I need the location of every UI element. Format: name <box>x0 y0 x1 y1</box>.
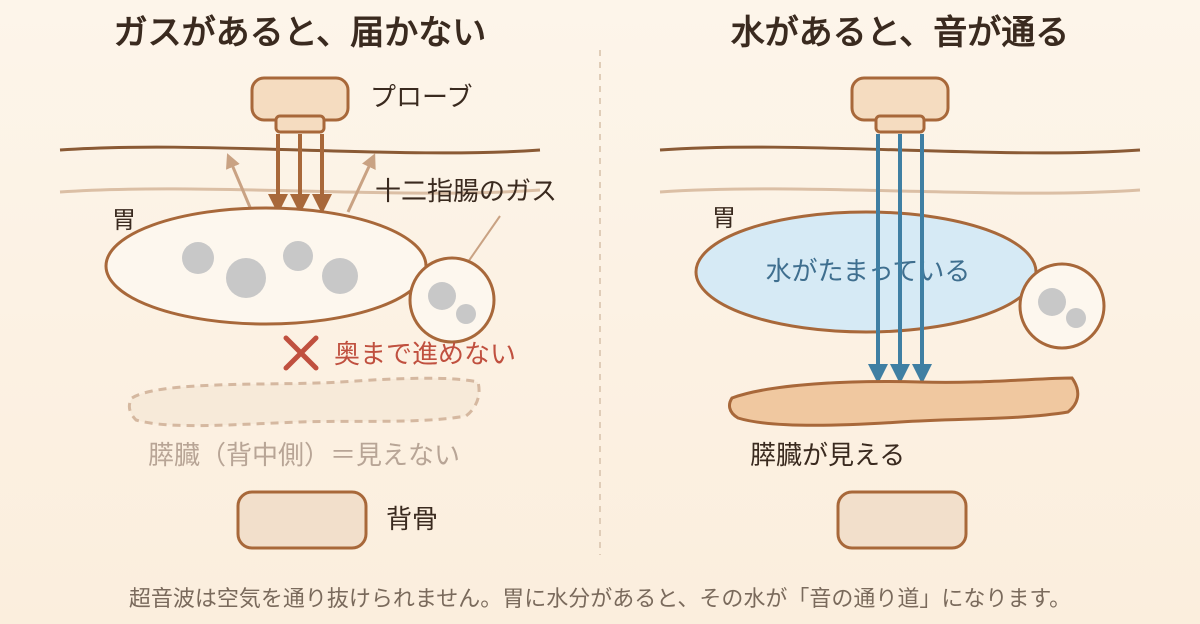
gas-bubble <box>226 258 266 298</box>
left-reflect-arrow <box>346 153 376 213</box>
right-spine <box>836 490 968 550</box>
right-title: 水があると、音が通る <box>731 13 1070 53</box>
left-blocked-label: 奥まで進めない <box>334 340 516 370</box>
left-probe <box>250 76 350 134</box>
gas-bubble <box>1066 308 1086 328</box>
left-spine <box>236 490 368 550</box>
gas-bubble <box>182 242 214 274</box>
left-reflect-arrow <box>226 153 254 213</box>
right-probe <box>850 76 950 134</box>
left-stomach <box>104 206 428 326</box>
left-gas-label: 十二指腸のガス <box>375 177 557 207</box>
left-spine-label: 背骨 <box>386 505 438 535</box>
left-pancreas-label: 膵臓（背中側）＝見えない <box>148 441 460 471</box>
gas-bubble <box>322 258 358 294</box>
gas-bubble <box>428 282 456 310</box>
gas-bubble <box>456 304 476 324</box>
left-gas-pointer <box>467 215 501 263</box>
blocked-x-icon <box>283 335 319 371</box>
right-stomach-label: 胃 <box>712 204 736 232</box>
left-pancreas-hidden <box>127 376 481 428</box>
footer-caption: 超音波は空気を通り抜けられません。胃に水分があると、その水が「音の通り道」になり… <box>129 587 1071 612</box>
left-probe-label: プローブ <box>370 83 472 113</box>
left-title: ガスがあると、届かない <box>114 13 487 53</box>
gas-bubble <box>283 241 313 271</box>
right-pancreas <box>728 376 1080 427</box>
left-stomach-label: 胃 <box>112 206 136 234</box>
left-panel: ガスがあると、届かない プローブ 十二指腸のガス 胃 <box>59 13 557 550</box>
gas-bubble <box>1038 288 1066 316</box>
right-water-label: 水がたまっている <box>766 257 971 287</box>
right-panel: 水があると、音が通る 胃 水がたまっている 膵臓が見える <box>659 13 1141 550</box>
right-pancreas-label: 膵臓が見える <box>750 441 905 471</box>
